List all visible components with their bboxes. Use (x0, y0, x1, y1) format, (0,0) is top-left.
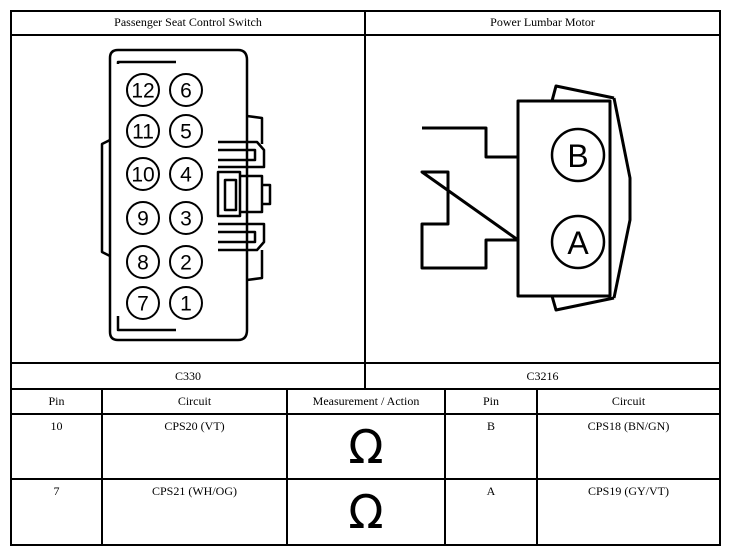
c330-lock-bar (240, 174, 264, 214)
row1-circuit-1: CPS20 (VT) (164, 419, 225, 433)
pin-circle-5 (169, 114, 203, 148)
c330-inner-top (116, 60, 176, 64)
c330-right-slot-4 (218, 230, 257, 244)
right-panel-title: Power Lumbar Motor (490, 15, 595, 29)
c3216-right-cap (612, 97, 632, 299)
pin-label-1: 1 (180, 293, 192, 316)
c3216-body (516, 99, 612, 298)
c3216-plug-outline (420, 126, 520, 270)
table-header-measurement: Measurement / Action (312, 394, 420, 408)
row2-circuit-2: CPS19 (GY/VT) (587, 484, 669, 498)
border-left (10, 10, 12, 546)
table-header-circuit-2: Circuit (611, 394, 646, 408)
pin-circle-11 (126, 114, 160, 148)
pin-label-5: 5 (180, 121, 192, 144)
pin-circle-10 (126, 157, 160, 191)
pin-circle-3 (169, 201, 203, 235)
c330-right-tab-bottom (246, 250, 264, 282)
c3216-pin-label-a: A (567, 225, 589, 261)
pin-circle-6 (169, 73, 203, 107)
pin-label-7: 7 (137, 293, 149, 316)
col-divider-1 (101, 388, 103, 546)
c330-inner-bottom (116, 316, 176, 332)
table-header-pin-2: Pin (482, 394, 499, 408)
pin-circle-7 (126, 286, 160, 320)
c330-right-tab-top (246, 114, 264, 144)
table-row-divider (10, 478, 721, 480)
row2-circuit-1: CPS21 (WH/OG) (151, 484, 237, 498)
pin-circle-1 (169, 286, 203, 320)
pin-label-6: 6 (180, 80, 192, 103)
c3216-pin-label-b: B (567, 138, 588, 174)
pin-circle-8 (126, 245, 160, 279)
row2-ohm-symbol: Ω (348, 485, 384, 539)
center-vertical-divider (364, 10, 366, 390)
row2-pin-1: 7 (53, 484, 60, 498)
row1-ohm-symbol: Ω (348, 420, 384, 474)
pin-label-4: 4 (180, 164, 192, 187)
left-connector-label: C330 (174, 369, 201, 383)
pin-circle-9 (126, 201, 160, 235)
c330-body-outline (108, 48, 249, 342)
row2-pin-2: A (486, 484, 496, 498)
pin-label-12: 12 (131, 80, 154, 103)
c3216-bottom-lip (550, 295, 615, 312)
pin-label-11: 11 (132, 121, 154, 144)
pin-label-9: 9 (137, 208, 149, 231)
c330-left-latch (100, 138, 111, 258)
right-connector-label: C3216 (526, 369, 559, 383)
c330-right-slot-2 (218, 148, 257, 162)
table-header-circuit-1: Circuit (177, 394, 212, 408)
c3216-pin-circle-a (550, 214, 606, 270)
row1-circuit-2: CPS18 (BN/GN) (587, 419, 670, 433)
pin-circle-2 (169, 245, 203, 279)
c330-right-slot-1 (218, 140, 266, 169)
c330-lock-housing (216, 170, 242, 218)
pin-label-2: 2 (180, 252, 192, 275)
table-header-divider (10, 413, 721, 415)
row1-pin-2: B (486, 419, 495, 433)
pin-label-3: 3 (180, 208, 192, 231)
c330-lock-inner (223, 178, 238, 212)
table-header-pin-1: Pin (48, 394, 65, 408)
c330-lock-button (262, 183, 272, 206)
c3216-top-lip (550, 84, 615, 102)
row1-pin-1: 10 (50, 419, 63, 433)
c3216-pin-circle-b (550, 127, 606, 183)
col-divider-3 (444, 388, 446, 546)
col-divider-2 (286, 388, 288, 546)
border-right (719, 10, 721, 546)
pin-label-8: 8 (137, 252, 149, 275)
left-panel-title: Passenger Seat Control Switch (114, 15, 262, 29)
c330-right-slot-3 (218, 222, 266, 252)
col-divider-4 (536, 388, 538, 546)
pin-circle-4 (169, 157, 203, 191)
pin-circle-12 (126, 73, 160, 107)
border-bottom (10, 544, 721, 546)
pin-label-10: 10 (131, 164, 154, 187)
